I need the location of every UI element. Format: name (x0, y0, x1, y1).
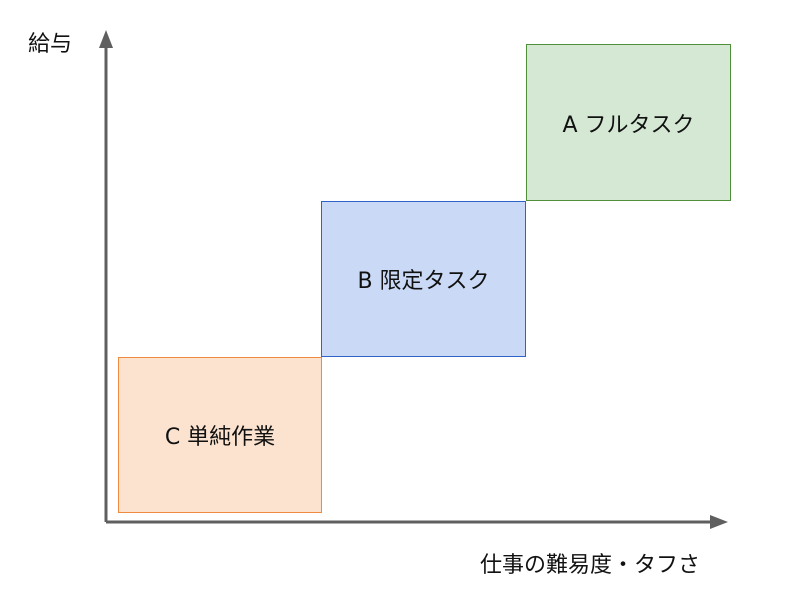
box-a-label: A フルタスク (562, 112, 695, 138)
y-axis-arrowhead (99, 30, 113, 48)
box-b-label: B 限定タスク (357, 269, 490, 294)
x-axis-label: 仕事の難易度・タフさ (480, 553, 701, 578)
y-axis-label: 給与 (28, 32, 73, 57)
x-axis-arrowhead (710, 515, 728, 529)
box-c-label: C 単純作業 (164, 425, 276, 450)
box-a-full-task: A フルタスク (526, 44, 731, 201)
box-c-simple-work: C 単純作業 (118, 357, 322, 513)
box-b-limited-task: B 限定タスク (321, 201, 526, 357)
